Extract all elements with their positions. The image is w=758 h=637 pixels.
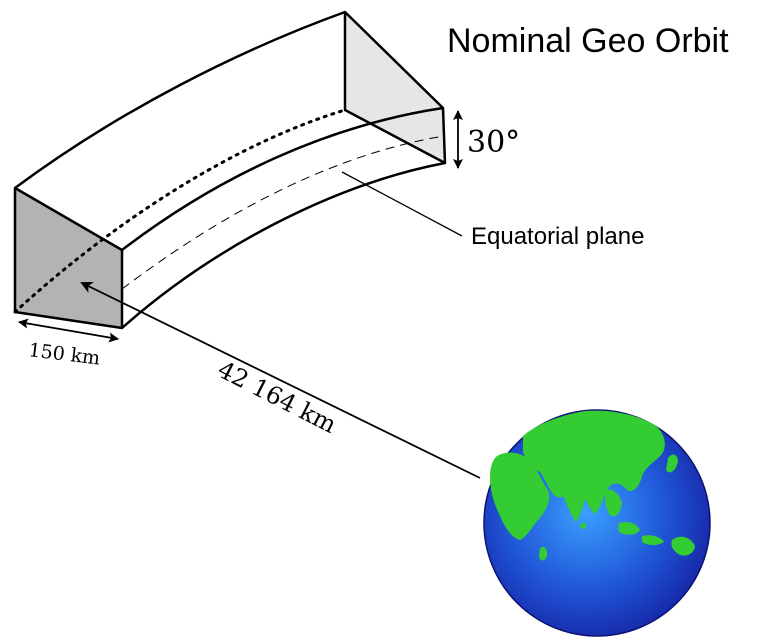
plane-pointer-line <box>341 171 463 237</box>
australia-landmass <box>671 536 695 556</box>
slab-top-inner-edge <box>121 106 444 251</box>
japan-landmass <box>666 454 678 473</box>
sri-lanka-landmass <box>580 523 586 529</box>
southeast-asia-landmass <box>605 489 622 517</box>
slab-front-face <box>13 186 124 330</box>
width-arrow <box>18 318 119 343</box>
india-landmass <box>564 485 585 522</box>
africa-landmass <box>490 452 550 540</box>
asia-landmass <box>523 410 665 514</box>
equatorial-plane-line <box>121 135 445 290</box>
distance-arrow <box>80 282 481 479</box>
distance-label: 42 164 km <box>213 355 341 439</box>
diagram-title: Nominal Geo Orbit <box>447 22 729 60</box>
plane-label: Equatorial plane <box>471 223 644 250</box>
width-label: 150 km <box>27 339 101 370</box>
earth-globe-icon <box>483 409 711 637</box>
indonesia-islands <box>618 522 664 545</box>
madagascar-landmass <box>539 546 548 561</box>
slab-hidden-edge <box>13 108 347 314</box>
orbit-slab <box>13 10 447 330</box>
slab-back-face <box>343 10 447 165</box>
slab-top-outer-edge <box>14 10 346 190</box>
angle-label: 30° <box>467 125 520 160</box>
slab-bottom-inner-edge <box>121 161 446 329</box>
